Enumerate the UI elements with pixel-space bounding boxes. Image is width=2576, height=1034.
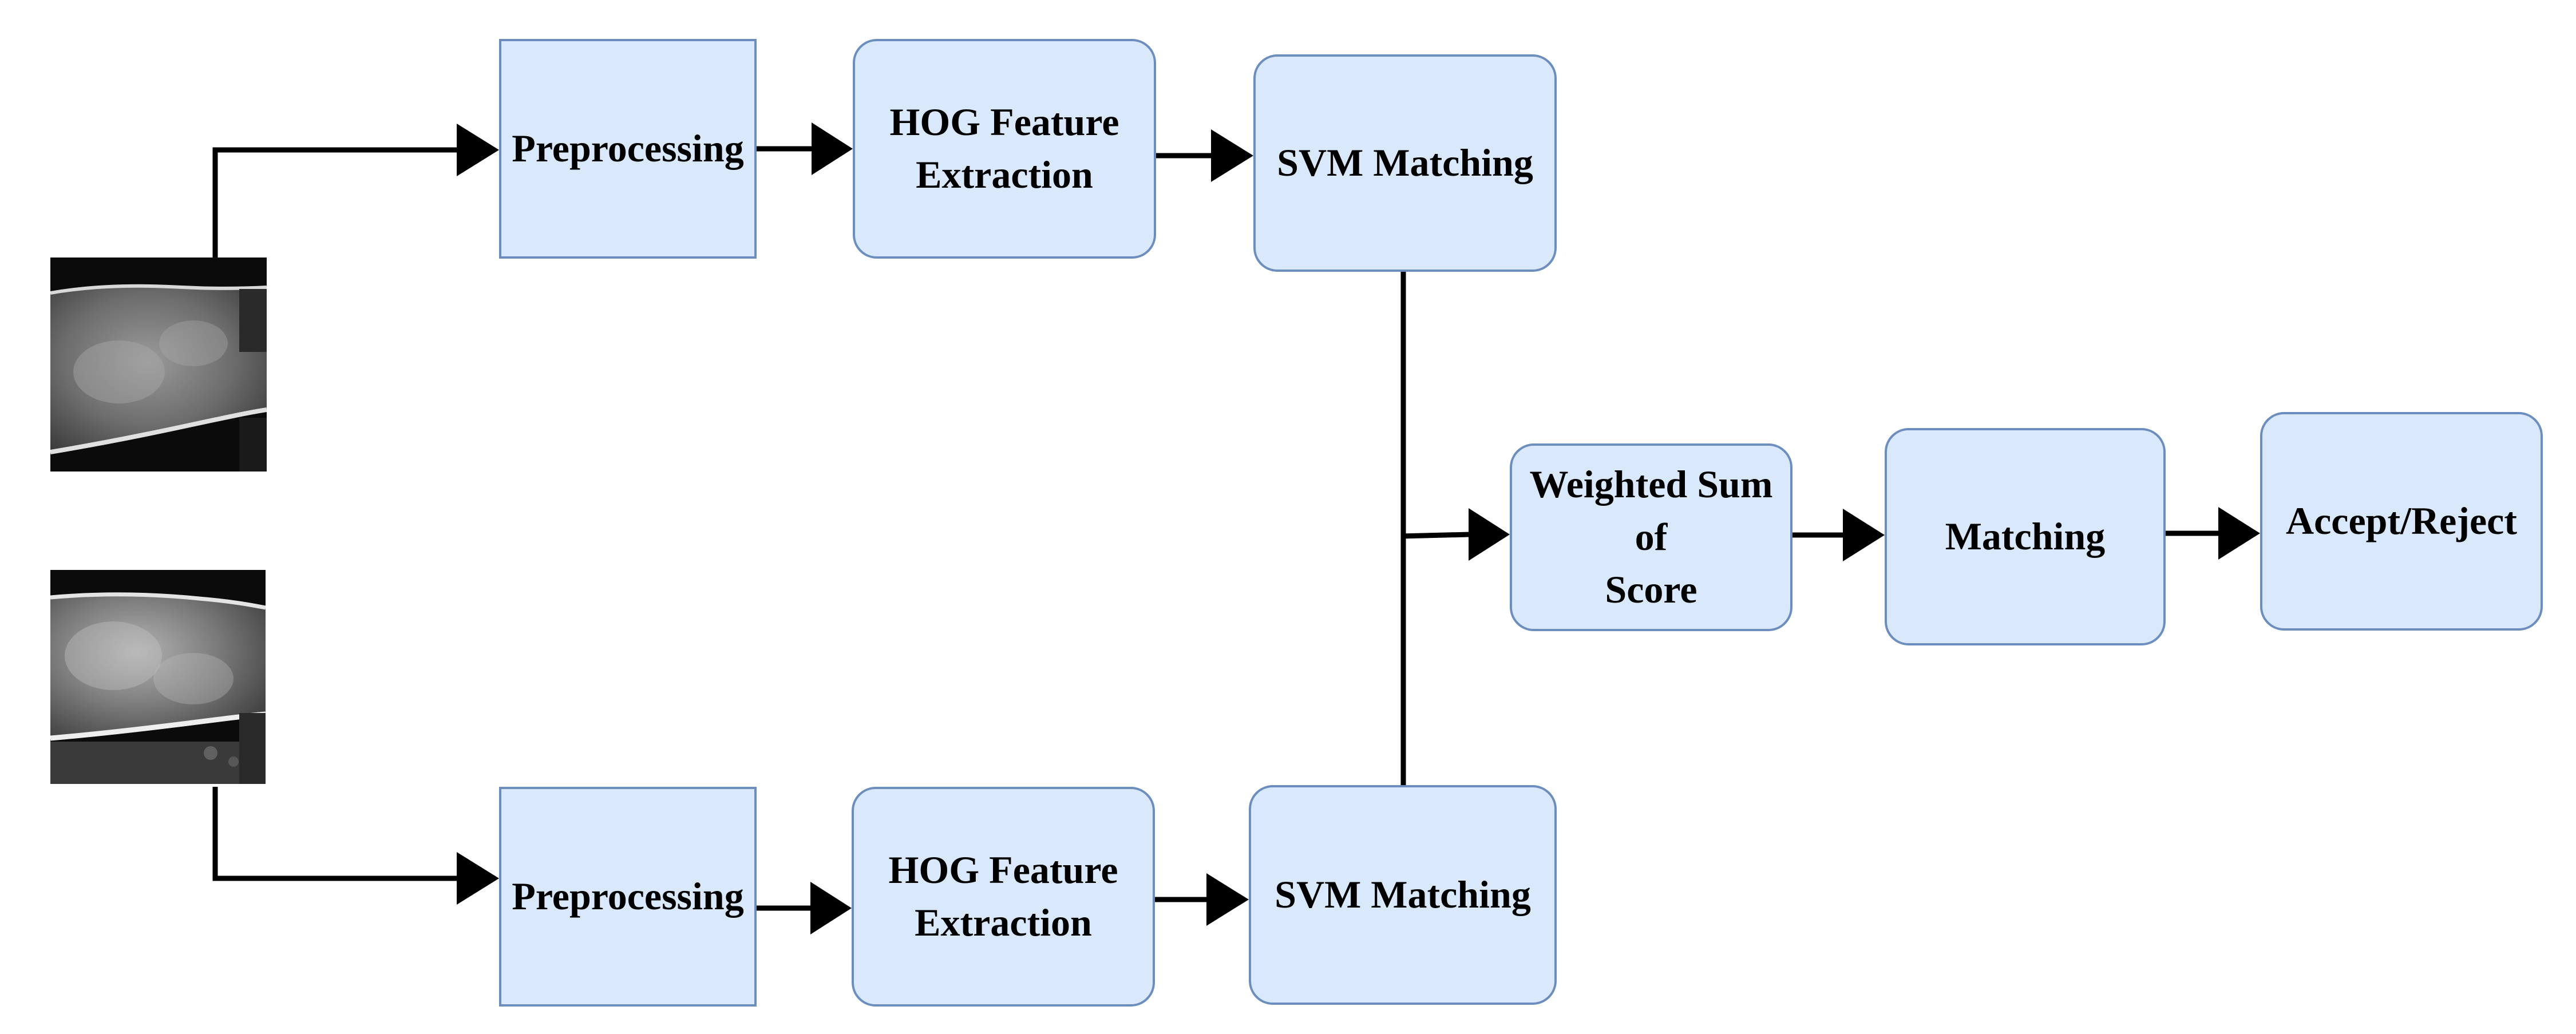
arrowhead-join-weighted (1469, 508, 1510, 561)
preprocessing-label-top: Preprocessing (512, 126, 744, 171)
arrowhead-top-pre-hog (812, 122, 853, 175)
arrowhead-top-hog-svm (1211, 129, 1253, 182)
hog-extraction-box-bottom: HOG Feature Extraction (852, 787, 1155, 1007)
weighted-sum-label-line1: Weighted Sum of (1529, 462, 1773, 559)
hog-label-top-line1: HOG Feature (889, 100, 1119, 144)
hog-label-bottom-line2: Extraction (915, 901, 1092, 944)
input-image-top (50, 257, 267, 472)
arrowhead-matching-decision (2218, 507, 2260, 560)
weighted-sum-label-line2: Score (1605, 567, 1697, 611)
arrowhead-bottom-input (457, 852, 499, 905)
preprocessing-label-bottom: Preprocessing (512, 874, 744, 918)
arrowhead-bottom-pre-hog (810, 882, 852, 934)
weighted-sum-box: Weighted Sum of Score (1510, 443, 1792, 631)
accept-reject-box: Accept/Reject (2260, 412, 2543, 631)
matching-label: Matching (1945, 514, 2106, 558)
vein-scan-bottom-graphic (50, 570, 266, 784)
hog-extraction-box-top: HOG Feature Extraction (853, 39, 1156, 259)
input-image-bottom (50, 570, 266, 784)
hog-label-bottom-line1: HOG Feature (888, 848, 1118, 892)
preprocessing-box-top: Preprocessing (499, 39, 757, 259)
arrowhead-weighted-matching (1843, 509, 1885, 561)
svm-matching-box-bottom: SVM Matching (1249, 785, 1557, 1005)
hog-label-top: HOG Feature Extraction (890, 96, 1119, 201)
connector-join-weighted (1400, 532, 1470, 539)
arrowhead-bottom-hog-svm (1206, 873, 1249, 926)
hog-label-top-line2: Extraction (916, 153, 1093, 196)
connector-bottom-input (212, 787, 458, 881)
svm-label-bottom: SVM Matching (1275, 873, 1531, 917)
connector-top-input (212, 147, 458, 260)
vein-scan-top-graphic (50, 257, 267, 472)
arrowhead-top-input (457, 124, 499, 176)
accept-reject-label: Accept/Reject (2286, 499, 2517, 543)
weighted-sum-label: Weighted Sum of Score (1524, 458, 1779, 616)
preprocessing-box-bottom: Preprocessing (499, 787, 757, 1007)
svm-label-top: SVM Matching (1277, 141, 1533, 185)
matching-box: Matching (1885, 428, 2166, 645)
hog-label-bottom: HOG Feature Extraction (889, 844, 1118, 949)
svm-matching-box-top: SVM Matching (1253, 54, 1557, 272)
